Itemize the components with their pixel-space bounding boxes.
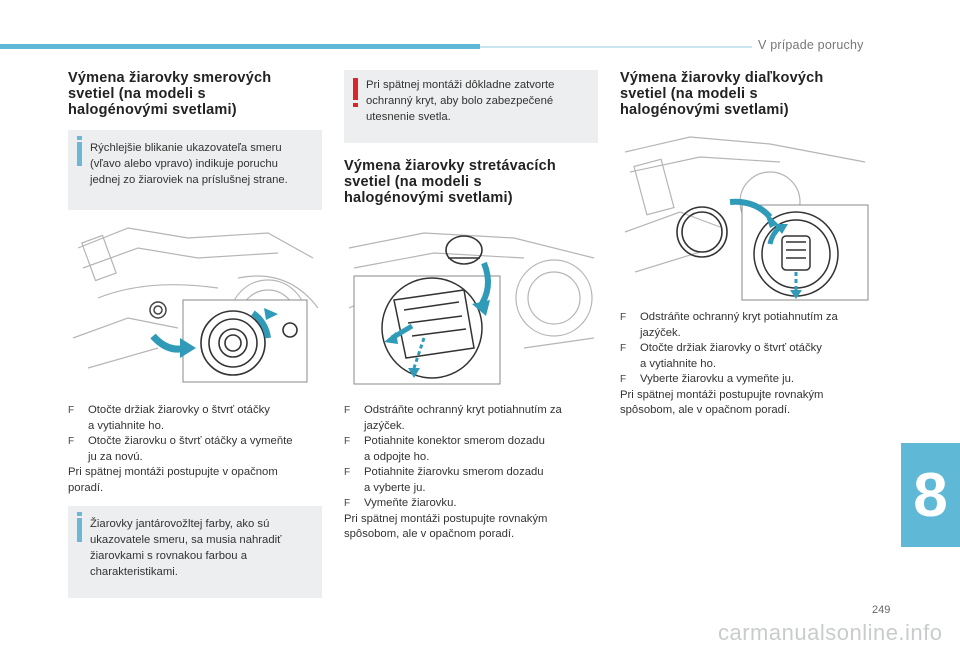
step-item: F Potiahnite žiarovku smerom dozadu a vy… xyxy=(344,465,604,496)
step-item: F Otočte žiarovku o štvrť otáčky a vymeň… xyxy=(68,434,328,465)
note-line: ochranný kryt, aby bolo zabezpečené xyxy=(366,95,554,107)
note-line: charakteristikami. xyxy=(90,566,178,578)
title-high-beam: Výmena žiarovky diaľkových svetiel (na m… xyxy=(620,70,823,118)
step-line: Otočte držiak žiarovky o štvrť otáčky xyxy=(88,404,270,416)
closing-line: poradí. xyxy=(68,481,104,494)
step-line: a vyberte ju. xyxy=(364,481,426,494)
warning-note-cover: Pri spätnej montáži dôkladne zatvorte oc… xyxy=(344,70,598,143)
illustration-low-beam xyxy=(344,228,598,388)
step-item: F Vyberte žiarovku a vymeňte ju. xyxy=(620,372,880,388)
section-title: V prípade poruchy xyxy=(758,38,864,52)
bullet-icon: F xyxy=(620,343,627,354)
note-line: utesnenie svetla. xyxy=(366,111,451,123)
title-line: svetiel (na modeli s xyxy=(68,86,206,102)
illustration-turn-signal xyxy=(68,218,322,388)
bullet-icon: F xyxy=(620,312,627,323)
title-turn-signal: Výmena žiarovky smerových svetiel (na mo… xyxy=(68,70,271,118)
note-line: (vľavo alebo vpravo) indikuje poruchu xyxy=(90,158,278,170)
title-line: Výmena žiarovky stretávacích xyxy=(344,158,556,174)
steps-low-beam: F Odstráňte ochranný kryt potiahnutím za… xyxy=(344,403,604,543)
closing-line: Pri spätnej montáži postupujte v opačnom xyxy=(68,466,278,478)
note-line: jednej zo žiaroviek na príslušnej strane… xyxy=(90,174,288,186)
step-line: jazýček. xyxy=(640,326,681,339)
steps-high-beam: F Odstráňte ochranný kryt potiahnutím za… xyxy=(620,310,880,419)
illustration-high-beam xyxy=(620,132,870,302)
title-line: Výmena žiarovky diaľkových xyxy=(620,70,824,86)
bullet-icon: F xyxy=(620,374,627,385)
bullet-icon: F xyxy=(344,498,351,509)
step-line: a vytiahnite ho. xyxy=(640,357,716,370)
note-line: Rýchlejšie blikanie ukazovateľa smeru xyxy=(90,142,282,154)
step-line: Vyberte žiarovku a vymeňte ju. xyxy=(640,373,795,385)
header-accent-bar xyxy=(0,44,480,49)
chapter-tab: 8 xyxy=(901,443,960,547)
title-line: halogénovými svetlami) xyxy=(344,190,513,206)
step-item: F Odstráňte ochranný kryt potiahnutím za… xyxy=(344,403,604,434)
step-line: a vytiahnite ho. xyxy=(88,419,164,432)
watermark: carmanualsonline.info xyxy=(718,620,943,645)
closing-line: Pri spätnej montáži postupujte rovnakým xyxy=(344,512,548,525)
warning-icon xyxy=(353,78,358,107)
step-line: Potiahnite žiarovku smerom dozadu xyxy=(364,466,544,478)
step-line: ju za novú. xyxy=(88,450,143,463)
bullet-icon: F xyxy=(344,436,351,447)
note-line: Žiarovky jantárovožltej farby, ako sú xyxy=(90,518,270,530)
note-line: žiarovkami s rovnakou farbou a xyxy=(90,550,247,562)
bullet-icon: F xyxy=(344,405,351,416)
step-line: a odpojte ho. xyxy=(364,450,430,463)
bullet-icon: F xyxy=(68,405,75,416)
step-line: Vymeňte žiarovku. xyxy=(364,497,457,509)
step-line: Otočte držiak žiarovky o štvrť otáčky xyxy=(640,342,822,354)
bullet-icon: F xyxy=(344,467,351,478)
note-line: ukazovatele smeru, sa musia nahradiť xyxy=(90,534,282,546)
bullet-icon: F xyxy=(68,436,75,447)
step-line: Odstráňte ochranný kryt potiahnutím za xyxy=(640,311,838,323)
closing-line: spôsobom, ale v opačnom poradí. xyxy=(344,528,515,540)
info-icon xyxy=(77,512,82,542)
step-item: F Otočte držiak žiarovky o štvrť otáčky … xyxy=(68,403,328,434)
title-line: svetiel (na modeli s xyxy=(620,86,758,102)
step-line: Otočte žiarovku o štvrť otáčky a vymeňte xyxy=(88,435,293,447)
info-note-amber: Žiarovky jantárovožltej farby, ako sú uk… xyxy=(68,506,322,598)
step-item: F Otočte držiak žiarovky o štvrť otáčky … xyxy=(620,341,880,372)
step-item: F Vymeňte žiarovku. xyxy=(344,496,604,512)
title-line: svetiel (na modeli s xyxy=(344,174,482,190)
title-low-beam: Výmena žiarovky stretávacích svetiel (na… xyxy=(344,158,556,206)
header-accent-line xyxy=(480,46,752,48)
title-line: halogénovými svetlami) xyxy=(620,102,789,118)
step-line: jazýček. xyxy=(364,419,405,432)
step-line: Potiahnite konektor smerom dozadu xyxy=(364,435,545,447)
info-icon xyxy=(77,136,82,166)
steps-turn-signal: F Otočte držiak žiarovky o štvrť otáčky … xyxy=(68,403,328,496)
title-line: halogénovými svetlami) xyxy=(68,102,237,118)
closing-line: spôsobom, ale v opačnom poradí. xyxy=(620,404,791,416)
step-item: F Odstráňte ochranný kryt potiahnutím za… xyxy=(620,310,880,341)
closing-line: Pri spätnej montáži postupujte rovnakým xyxy=(620,388,824,401)
note-line: Pri spätnej montáži dôkladne zatvorte xyxy=(366,79,555,91)
info-note-blinking: Rýchlejšie blikanie ukazovateľa smeru (v… xyxy=(68,130,322,210)
step-item: F Potiahnite konektor smerom dozadu a od… xyxy=(344,434,604,465)
title-line: Výmena žiarovky smerových xyxy=(68,70,272,86)
page-number: 249 xyxy=(872,604,891,616)
step-line: Odstráňte ochranný kryt potiahnutím za xyxy=(364,404,562,416)
